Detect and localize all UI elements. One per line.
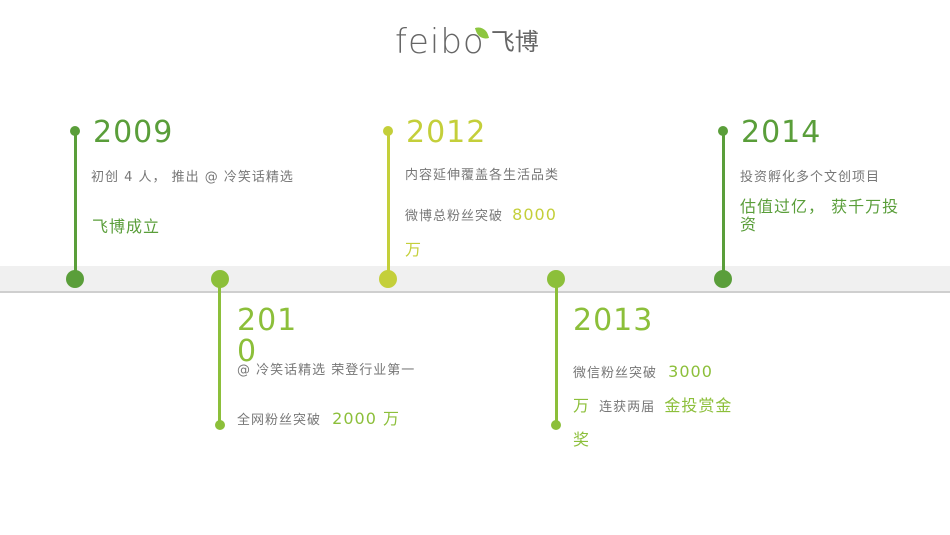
stat-2012-value: 8000 万 xyxy=(405,205,557,259)
dot-bottom-2013 xyxy=(551,420,561,430)
desc-2014: 投资孵化多个文创项目 xyxy=(740,170,881,185)
stem-2014 xyxy=(722,131,725,279)
timeline-dot-2012 xyxy=(379,270,397,288)
feibo-logo: feibo 飞博 xyxy=(395,22,539,62)
year-2012: 2012 xyxy=(406,115,487,150)
highlight-2009: 飞博成立 xyxy=(92,217,161,236)
dot-top-2012 xyxy=(383,126,393,136)
timeline-dot-2010 xyxy=(211,270,229,288)
year-2010: 2010 xyxy=(237,303,298,369)
dot-top-2009 xyxy=(70,126,80,136)
timeline-band xyxy=(0,266,950,293)
desc-2013: 微信粉丝突破 3000 万 连获两届 金投赏金奖 xyxy=(573,356,733,458)
timeline-dot-2014 xyxy=(714,270,732,288)
logo-chinese: 飞博 xyxy=(490,28,539,56)
timeline-dot-2013 xyxy=(547,270,565,288)
stat-2012: 微博总粉丝突破 8000 万 xyxy=(405,198,575,268)
stem-2013 xyxy=(555,279,558,425)
desc-2009: 初创 4 人， 推出 @ 冷笑话精选 xyxy=(91,170,294,185)
stat-2013-label: 微信粉丝突破 xyxy=(573,366,658,381)
logo-wordmark: feibo xyxy=(395,22,485,62)
stat-2012-label: 微博总粉丝突破 xyxy=(405,209,504,224)
desc-2010: @ 冷笑话精选 荣登行业第一 xyxy=(237,363,416,378)
year-2014: 2014 xyxy=(741,115,822,150)
stat-2013-value: 3000 万 xyxy=(573,362,713,415)
award-2013-label: 连获两届 xyxy=(599,400,656,415)
dot-top-2014 xyxy=(718,126,728,136)
stat-2010: 全网粉丝突破 2000 万 xyxy=(237,409,437,430)
timeline-dot-2009 xyxy=(66,270,84,288)
highlight-2014: 估值过亿， 获千万投资 xyxy=(740,197,900,234)
dot-bottom-2010 xyxy=(215,420,225,430)
stem-2009 xyxy=(74,131,77,279)
award-2013-value: 金投赏金奖 xyxy=(573,396,733,449)
stat-2010-label: 全网粉丝突破 xyxy=(237,413,322,428)
year-2013: 2013 xyxy=(573,303,654,338)
desc-2012: 内容延伸覆盖各生活品类 xyxy=(405,168,560,183)
stem-2012 xyxy=(387,131,390,279)
stem-2010 xyxy=(218,279,221,425)
stat-2010-value: 2000 万 xyxy=(332,409,400,428)
year-2009: 2009 xyxy=(93,115,174,150)
